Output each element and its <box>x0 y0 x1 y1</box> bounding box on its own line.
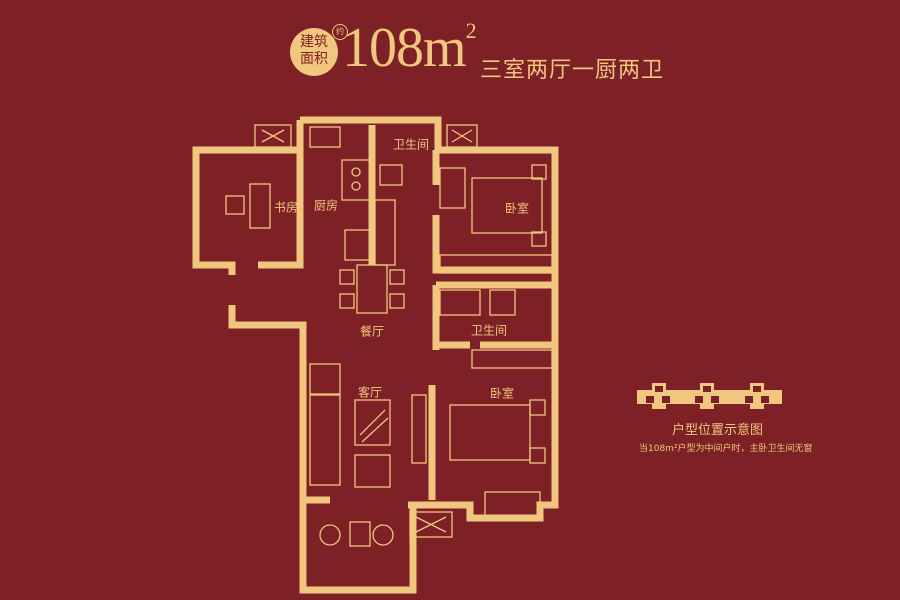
location-note: 当108m²户型为中间户时，主卧卫生间无窗 <box>639 444 813 454</box>
area-badge: 建筑面积 <box>290 28 338 76</box>
room-label-bedroom-top: 卧室 <box>504 201 530 216</box>
room-label-kitchen: 厨房 <box>313 198 339 213</box>
layout-text: 三室两厅一厨两卫 <box>480 58 665 83</box>
area-value: 108m2 <box>342 16 477 80</box>
location-diagram <box>637 383 782 409</box>
location-title: 户型位置示意图 <box>672 423 764 438</box>
room-label-study: 书房 <box>273 200 299 215</box>
badge-line1: 建筑 <box>300 34 328 50</box>
room-label-dining: 餐厅 <box>359 324 385 339</box>
room-label-bathroom-top: 卫生间 <box>392 137 430 152</box>
furniture <box>225 124 553 547</box>
badge-line2: 面积 <box>300 51 328 67</box>
room-label-bedroom-master: 卧室 <box>489 386 515 401</box>
room-label-bathroom-mid: 卫生间 <box>470 323 508 338</box>
approx-mark: 约 <box>332 24 348 40</box>
walls <box>192 116 559 594</box>
area-superscript: 2 <box>465 18 477 44</box>
room-label-living: 客厅 <box>357 385 383 400</box>
area-number: 108m <box>342 17 467 79</box>
